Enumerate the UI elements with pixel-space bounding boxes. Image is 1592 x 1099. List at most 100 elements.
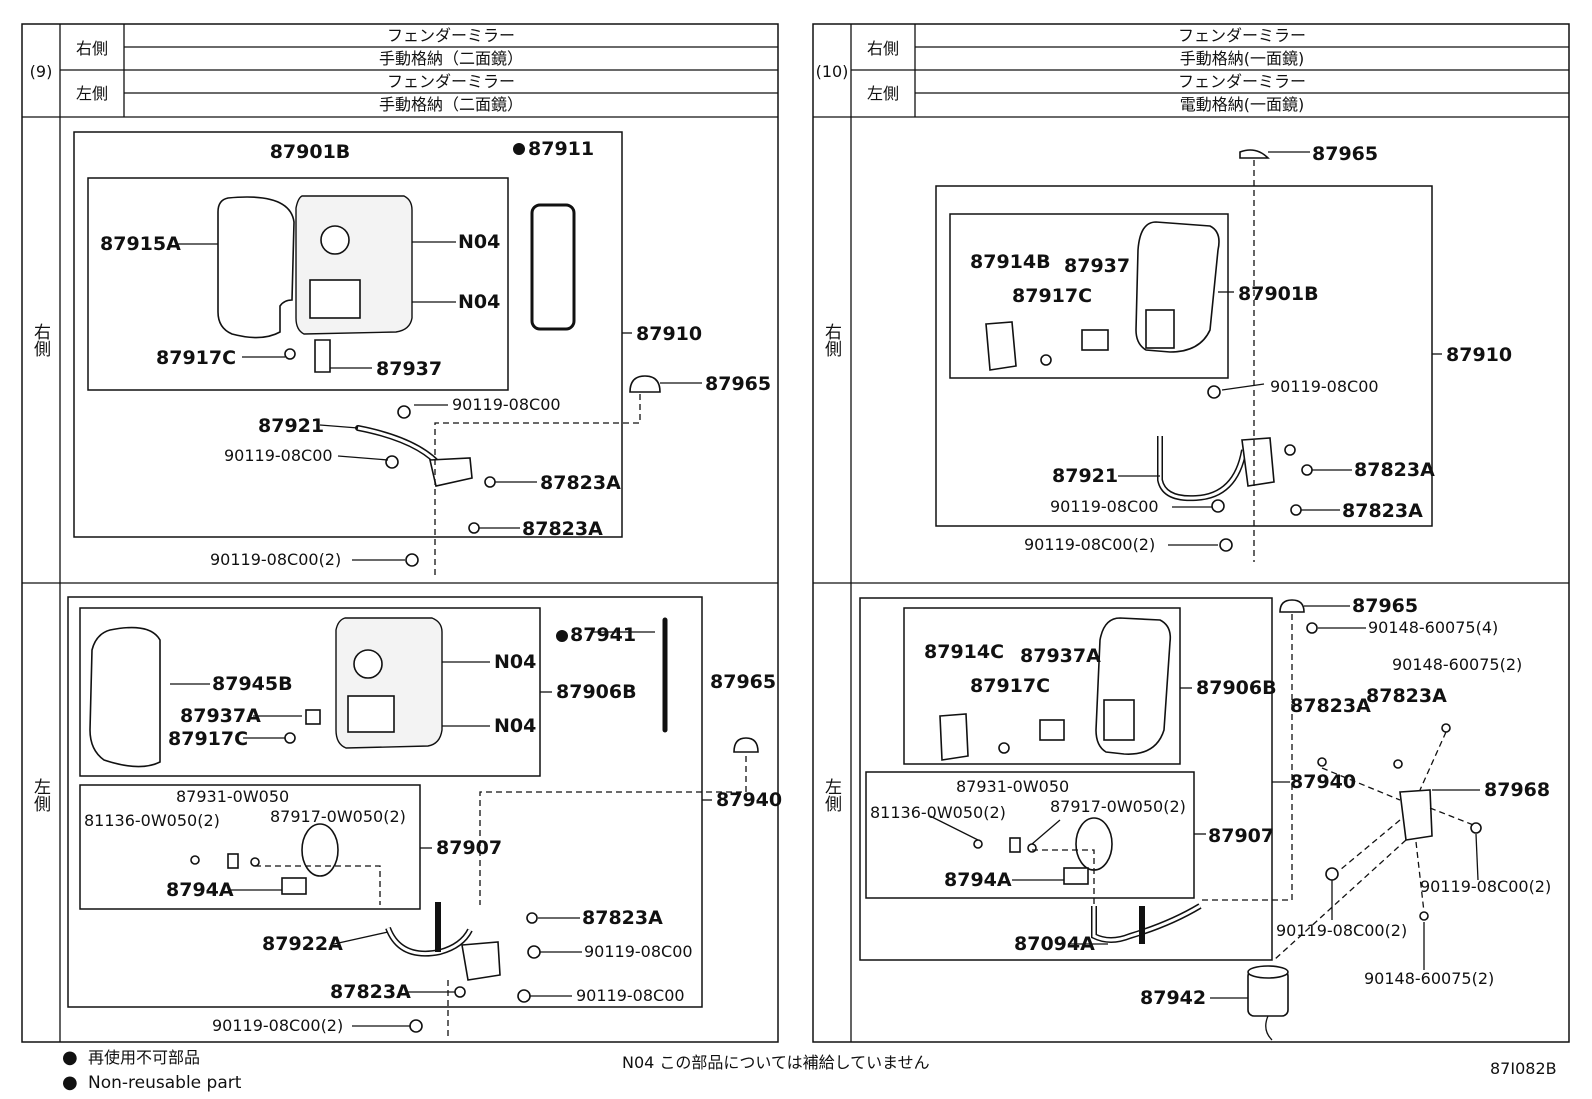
label-N04-1: N04 (458, 231, 500, 253)
legend-en: Non-reusable part (88, 1073, 242, 1093)
panel-9-right-side-label: 右側 (30, 323, 51, 357)
label-90148-60075-2b: 90148-60075(2) (1364, 969, 1494, 988)
label-90119-08C00-a: 90119-08C00 (452, 395, 561, 414)
diagram-code: 87I082B (1490, 1059, 1557, 1078)
panel-9-left-illustration (67, 596, 759, 1040)
panel-9-right-illustration (73, 131, 702, 575)
legend-dot-2: ● (62, 1072, 78, 1093)
label-87937-p10: 87937 (1064, 255, 1130, 277)
label-N04-4: N04 (494, 715, 536, 737)
label-87823A-d: 87823A (330, 981, 411, 1003)
label-81136-0W050-2-p10: 81136-0W050(2) (870, 803, 1006, 822)
label-87917-0W050-2-p10: 87917-0W050(2) (1050, 797, 1186, 816)
label-90119-08C00-d: 90119-08C00 (576, 986, 685, 1005)
legend-ja: 再使用不可部品 (88, 1048, 200, 1067)
label-90119-08C00-c: 90119-08C00 (584, 942, 693, 961)
label-87823A-b: 87823A (522, 518, 603, 540)
label-N04-3: N04 (494, 651, 536, 673)
label-87922A: 87922A (262, 933, 343, 955)
label-90119-08C00-p10a: 90119-08C00 (1270, 377, 1379, 396)
panel-9-frame (21, 23, 779, 1043)
legend-dot-1: ● (62, 1047, 78, 1068)
label-87965-p10: 87965 (1312, 143, 1378, 165)
label-87917C-left: 87917C (168, 728, 248, 750)
label-87094A: 87094A (1014, 933, 1095, 955)
label-87917C-p10b: 87917C (970, 675, 1050, 697)
label-8794A: 8794A (166, 879, 234, 901)
label-90119-08C00-2-p10c: 90119-08C00(2) (1276, 921, 1407, 940)
label-87914B: 87914B (970, 251, 1051, 273)
label-87915A: 87915A (100, 233, 181, 255)
label-87937: 87937 (376, 358, 442, 380)
label-87906B: 87906B (556, 681, 637, 703)
panel-10-left-illustration (859, 597, 1482, 1041)
label-87921-p10: 87921 (1052, 465, 1118, 487)
label-87940: 87940 (716, 789, 782, 811)
panel-10-right-illustration (935, 149, 1442, 562)
non-reusable-dot (513, 143, 525, 155)
label-90119-08C00-b: 90119-08C00 (224, 446, 333, 465)
label-90119-08C00-2-p10b: 90119-08C00(2) (1420, 877, 1551, 896)
panel-9-row2-line1: フェンダーミラー (387, 72, 515, 91)
label-87940-p10: 87940 (1290, 771, 1356, 793)
label-87914C: 87914C (924, 641, 1004, 663)
label-87917C-p10: 87917C (1012, 285, 1092, 307)
label-90148-60075-2a: 90148-60075(2) (1392, 655, 1522, 674)
label-87823A-a: 87823A (540, 472, 621, 494)
legend-note: N04 この部品については補給していません (622, 1053, 930, 1072)
label-90119-08C00-2-p10: 90119-08C00(2) (1024, 535, 1155, 554)
label-87917-0W050-2: 87917-0W050(2) (270, 807, 406, 826)
label-87965-left: 87965 (710, 671, 776, 693)
label-87910-p10: 87910 (1446, 344, 1512, 366)
label-N04-2: N04 (458, 291, 500, 313)
panel-9-row2-line2: 手動格納（二面鏡） (379, 95, 523, 114)
panel-10-number: (10) (816, 62, 849, 81)
label-87965-p10b: 87965 (1352, 595, 1418, 617)
panel-9-row1-side: 右側 (76, 39, 108, 58)
label-81136-0W050-2: 81136-0W050(2) (84, 811, 220, 830)
label-87931-0W050: 87931-0W050 (176, 787, 289, 806)
label-87823A-p10d: 87823A (1366, 685, 1447, 707)
label-87942: 87942 (1140, 987, 1206, 1009)
panel-10-row2-line2: 電動格納(一面鏡) (1180, 95, 1305, 114)
label-87901B-p10: 87901B (1238, 283, 1319, 305)
label-90148-60075-4: 90148-60075(4) (1368, 618, 1498, 637)
label-87937A: 87937A (180, 705, 261, 727)
label-87921: 87921 (258, 415, 324, 437)
panel-9-row1-line1: フェンダーミラー (387, 26, 515, 45)
label-87911: 87911 (528, 138, 594, 160)
panel-10-row2-side: 左側 (867, 84, 899, 103)
label-87823A-p10a: 87823A (1354, 459, 1435, 481)
panel-10-row2-line1: フェンダーミラー (1178, 72, 1306, 91)
panel-9-number: (9) (30, 62, 53, 81)
label-87907-p10: 87907 (1208, 825, 1274, 847)
label-87945B: 87945B (212, 673, 293, 695)
label-87968: 87968 (1484, 779, 1550, 801)
label-8794A-p10: 8794A (944, 869, 1012, 891)
label-87941: 87941 (570, 624, 636, 646)
label-87965: 87965 (705, 373, 771, 395)
panel-10-row1-line1: フェンダーミラー (1178, 26, 1306, 45)
label-87917C: 87917C (156, 347, 236, 369)
label-87823A-p10c: 87823A (1290, 695, 1371, 717)
label-90119-08C00-p10b: 90119-08C00 (1050, 497, 1159, 516)
label-87901B: 87901B (270, 141, 351, 163)
label-87910: 87910 (636, 323, 702, 345)
panel-10-left-side-label: 左側 (821, 778, 842, 812)
panel-9-row1-line2: 手動格納（二面鏡） (379, 49, 523, 68)
label-87931-0W050-p10: 87931-0W050 (956, 777, 1069, 796)
non-reusable-dot (556, 630, 568, 642)
label-90119-08C00-2b: 90119-08C00(2) (212, 1016, 343, 1035)
panel-10-row1-side: 右側 (867, 39, 899, 58)
label-87907: 87907 (436, 837, 502, 859)
label-87937A-p10: 87937A (1020, 645, 1101, 667)
panel-10-frame (812, 23, 1570, 1043)
panel-9-row2-side: 左側 (76, 84, 108, 103)
panel-9-left-side-label: 左側 (30, 778, 51, 812)
label-87823A-c: 87823A (582, 907, 663, 929)
panel-10-row1-line2: 手動格納(一面鏡) (1180, 49, 1305, 68)
label-90119-08C00-2: 90119-08C00(2) (210, 550, 341, 569)
panel-10-right-side-label: 右側 (821, 323, 842, 357)
label-87823A-p10b: 87823A (1342, 500, 1423, 522)
